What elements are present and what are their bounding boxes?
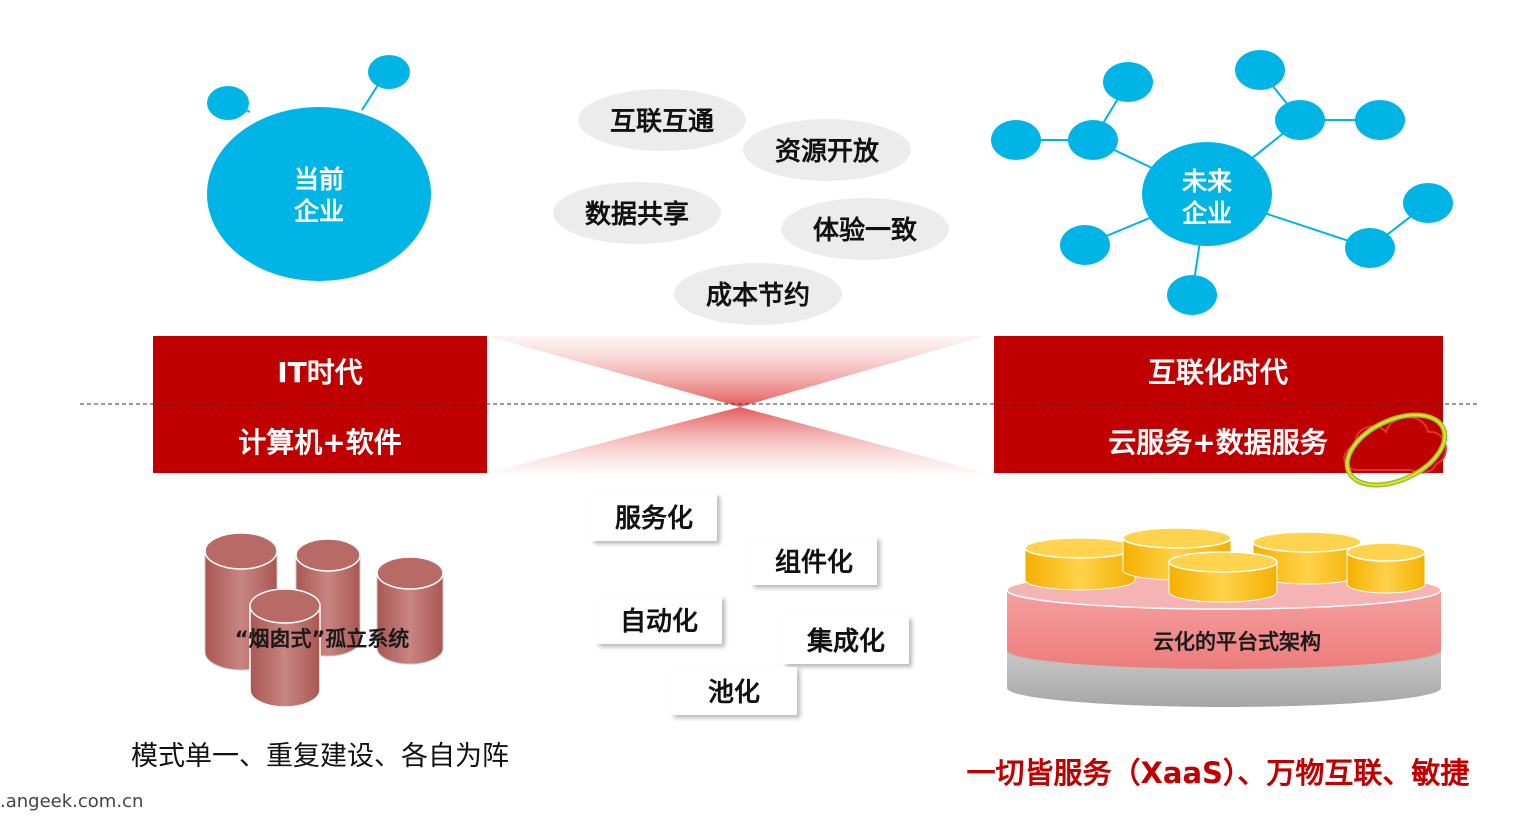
cylinder	[249, 588, 321, 708]
right-summary: 一切皆服务（XaaS）、万物互联、敏捷	[967, 756, 1470, 790]
service-cylinder	[1168, 551, 1278, 603]
internet-era-title: 互联化时代	[1148, 356, 1288, 389]
service-cylinder	[1252, 531, 1362, 585]
benefit-pill: 数据共享	[553, 182, 721, 244]
method-label: 自动化	[620, 606, 698, 637]
funnel-upper	[487, 336, 985, 407]
future-enterprise-network: 未来 企业	[991, 50, 1453, 315]
current-enterprise-node: 当前 企业	[207, 55, 431, 281]
cloud-platform-caption: 云化的平台式架构	[1153, 630, 1321, 654]
future-enterprise-label-line2: 企业	[1182, 199, 1232, 228]
satellite-node	[1068, 120, 1118, 160]
benefits-cluster: 互联互通 资源开放 数据共享 体验一致 成本节约	[553, 89, 949, 325]
it-era-subtitle: 计算机+软件	[238, 426, 401, 459]
satellite-node	[368, 55, 410, 89]
cloud-icon	[1343, 412, 1448, 488]
method-label: 池化	[708, 678, 760, 708]
benefit-label: 成本节约	[706, 280, 810, 311]
method-box: 集成化	[783, 616, 909, 664]
watermark: .angeek.com.cn	[0, 791, 143, 812]
method-label: 组件化	[775, 547, 853, 578]
methods-cluster: 服务化 组件化 自动化 集成化 池化	[591, 493, 909, 715]
internet-era-subtitle: 云服务+数据服务	[1108, 426, 1327, 459]
benefit-pill: 互联互通	[578, 89, 746, 151]
service-cylinder	[1346, 542, 1426, 594]
funnel-lower	[487, 407, 985, 473]
future-enterprise-label-line1: 未来	[1182, 167, 1233, 196]
benefit-label: 互联互通	[610, 107, 714, 137]
it-era-title: IT时代	[277, 356, 363, 389]
benefit-label: 体验一致	[813, 215, 918, 246]
method-box: 组件化	[751, 537, 877, 585]
service-cylinder	[1024, 537, 1136, 591]
transition-funnel	[487, 336, 985, 473]
left-summary: 模式单一、重复建设、各自为阵	[131, 741, 509, 772]
satellite-node	[1345, 228, 1395, 268]
benefit-label: 资源开放	[775, 136, 880, 167]
satellite-node	[1103, 62, 1153, 102]
satellite-node	[1403, 183, 1453, 223]
method-box: 自动化	[596, 596, 722, 644]
chimney-systems-illustration: “烟囱式”孤立系统	[204, 532, 444, 708]
method-label: 集成化	[806, 626, 885, 657]
chimney-systems-caption: “烟囱式”孤立系统	[235, 627, 410, 651]
cylinder	[376, 556, 444, 665]
satellite-node	[1275, 100, 1325, 140]
satellite-node	[1235, 50, 1285, 90]
current-enterprise-label-line2: 企业	[294, 197, 344, 226]
benefit-pill: 资源开放	[743, 119, 911, 181]
satellite-node	[1060, 225, 1110, 265]
method-box: 池化	[671, 667, 797, 715]
benefit-label: 数据共享	[585, 199, 689, 230]
method-label: 服务化	[615, 504, 693, 534]
method-box: 服务化	[591, 493, 717, 541]
satellite-node	[207, 86, 249, 120]
satellite-node	[1167, 275, 1217, 315]
cloud-platform-illustration: 云化的平台式架构	[1006, 527, 1442, 707]
current-enterprise-circle	[207, 107, 431, 281]
benefit-pill: 成本节约	[674, 263, 842, 325]
platform-layer	[1007, 590, 1441, 669]
satellite-node	[991, 120, 1041, 160]
satellite-node	[1355, 100, 1405, 140]
benefit-pill: 体验一致	[781, 198, 949, 260]
current-enterprise-label-line1: 当前	[294, 165, 344, 194]
future-enterprise-circle	[1142, 142, 1272, 246]
